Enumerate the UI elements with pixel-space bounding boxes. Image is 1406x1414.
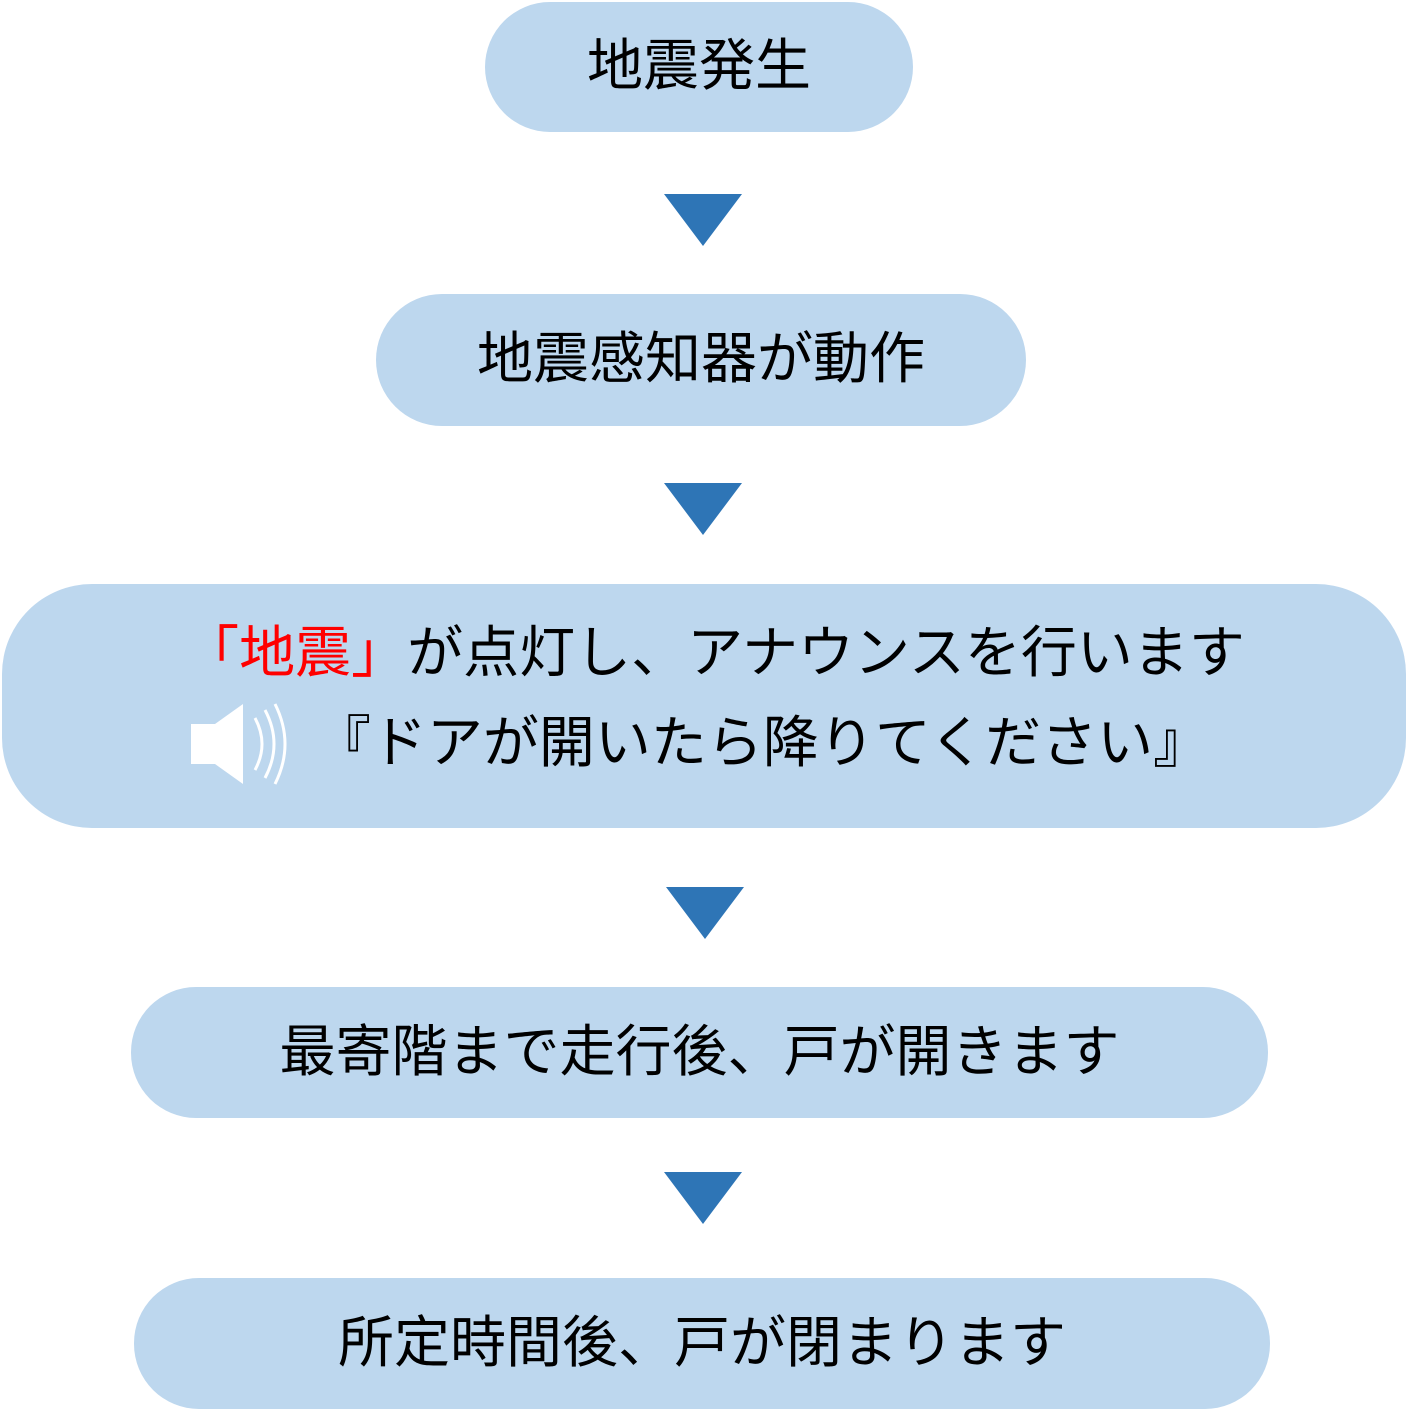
down-triangle-icon bbox=[664, 483, 742, 535]
highlight-text: 「地震」 bbox=[183, 621, 408, 686]
down-triangle-icon bbox=[664, 194, 742, 246]
flow-step-door-closes: 所定時間後、戸が閉まります bbox=[134, 1278, 1270, 1409]
announcement-line: 「地震」が点灯し、アナウンスを行います bbox=[183, 626, 1245, 682]
flow-step-door-opens: 最寄階まで走行後、戸が開きます bbox=[131, 987, 1268, 1118]
step-label: 最寄階まで走行後、戸が開きます bbox=[279, 1019, 1120, 1085]
step-label: 所定時間後、戸が閉まります bbox=[338, 1310, 1066, 1376]
flow-step-sensor-activates: 地震感知器が動作 bbox=[376, 294, 1026, 426]
flow-step-earthquake-occurs: 地震発生 bbox=[485, 2, 913, 132]
step-label: 地震感知器が動作 bbox=[477, 327, 925, 392]
down-triangle-icon bbox=[666, 887, 744, 939]
announcement-message: 『ドアが開いたら降りてください』 bbox=[314, 711, 1210, 776]
announcement-description: が点灯し、アナウンスを行います bbox=[407, 621, 1245, 686]
down-triangle-icon bbox=[664, 1172, 742, 1224]
flow-step-announcement: 「地震」が点灯し、アナウンスを行います 『ドアが開いたら降りてください』 bbox=[2, 584, 1406, 828]
announcement-message-line: 『ドアが開いたら降りてください』 bbox=[189, 702, 1209, 786]
speaker-icon bbox=[190, 703, 287, 785]
step-label: 地震発生 bbox=[587, 34, 811, 99]
